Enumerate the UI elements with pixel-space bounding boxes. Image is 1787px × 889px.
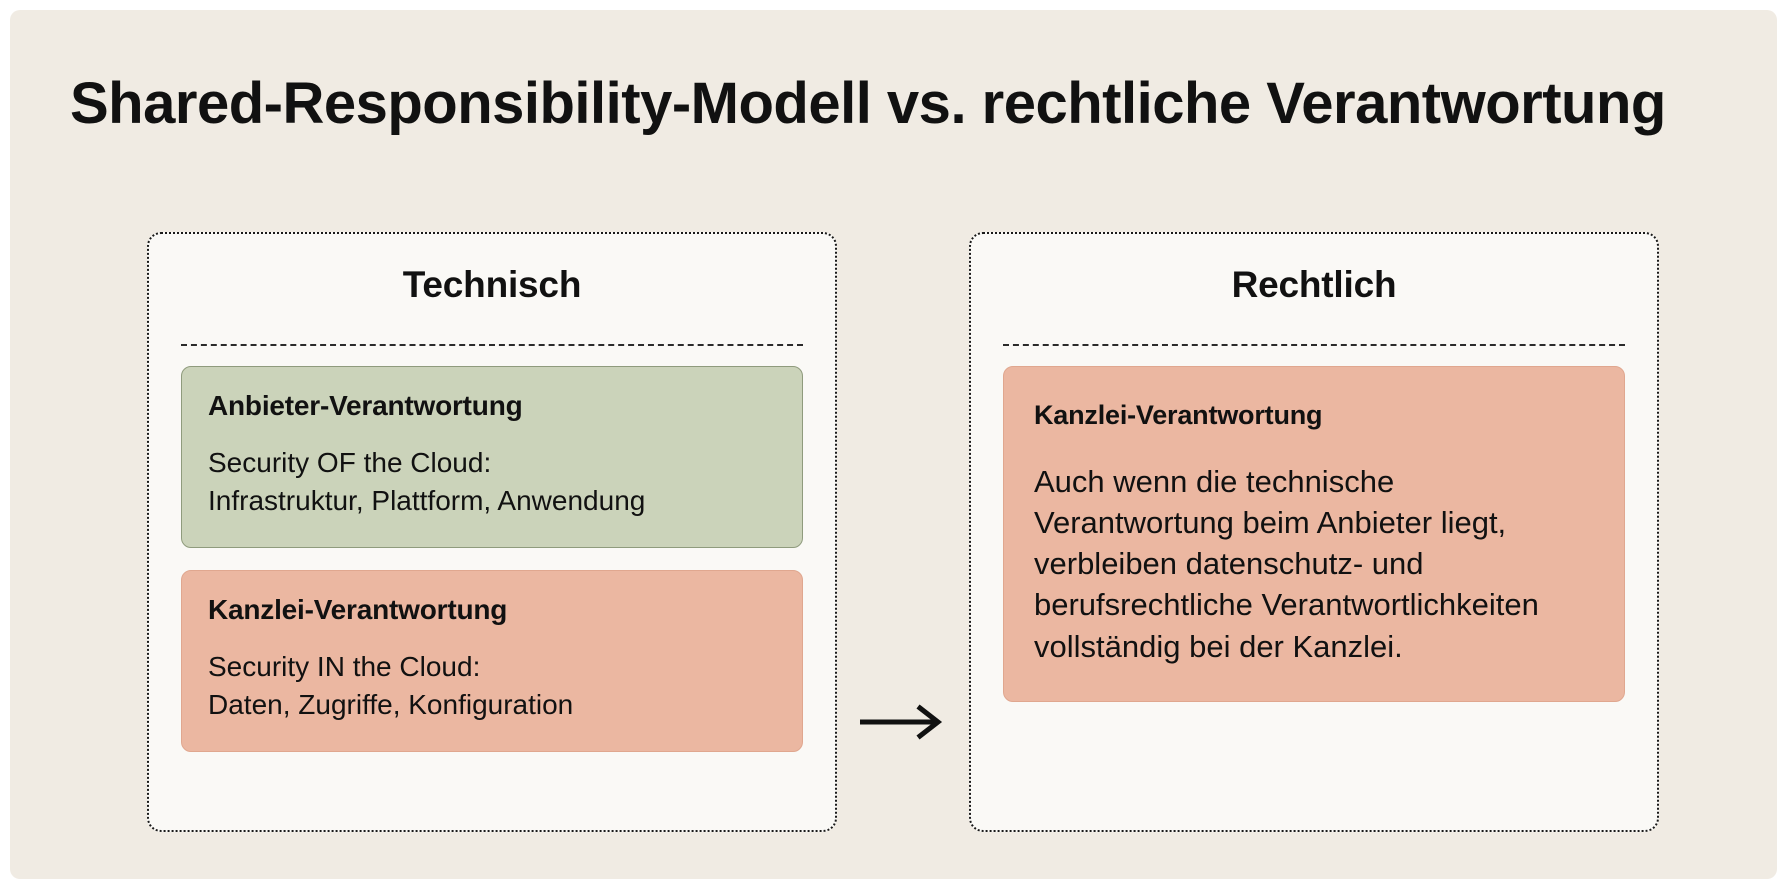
card-title: Anbieter-Verantwortung xyxy=(208,390,523,421)
card-title: Kanzlei-Verantwortung xyxy=(1034,400,1323,430)
panel-rechtlich-divider xyxy=(1003,344,1625,346)
arrow-right-icon xyxy=(858,704,950,740)
card-kanzlei-verantwortung-technisch: Kanzlei-Verantwortung Security IN the Cl… xyxy=(181,570,803,753)
panel-technisch: Technisch Anbieter-Verantwortung Securit… xyxy=(147,232,837,832)
diagram-stage: Shared-Responsibility-Modell vs. rechtli… xyxy=(10,10,1777,879)
panel-technisch-divider xyxy=(181,344,803,346)
panel-technisch-body: Anbieter-Verantwortung Security OF the C… xyxy=(181,366,803,798)
card-anbieter-verantwortung: Anbieter-Verantwortung Security OF the C… xyxy=(181,366,803,549)
panel-technisch-heading: Technisch xyxy=(402,264,582,305)
panel-rechtlich-body: Kanzlei-Verantwortung Auch wenn die tech… xyxy=(1003,366,1625,798)
page-title: Shared-Responsibility-Modell vs. rechtli… xyxy=(70,71,1666,136)
panel-rechtlich: Rechtlich Kanzlei-Verantwortung Auch wen… xyxy=(969,232,1659,832)
card-kanzlei-verantwortung-rechtlich: Kanzlei-Verantwortung Auch wenn die tech… xyxy=(1003,366,1625,702)
panel-rechtlich-heading: Rechtlich xyxy=(1231,264,1397,305)
card-text: Security OF the Cloud: Infrastruktur, Pl… xyxy=(208,446,646,517)
card-title: Kanzlei-Verantwortung xyxy=(208,594,508,626)
card-text: Auch wenn die technische Verantwortung b… xyxy=(1034,463,1539,664)
card-text: Security IN the Cloud: Daten, Zugriffe, … xyxy=(208,650,574,721)
